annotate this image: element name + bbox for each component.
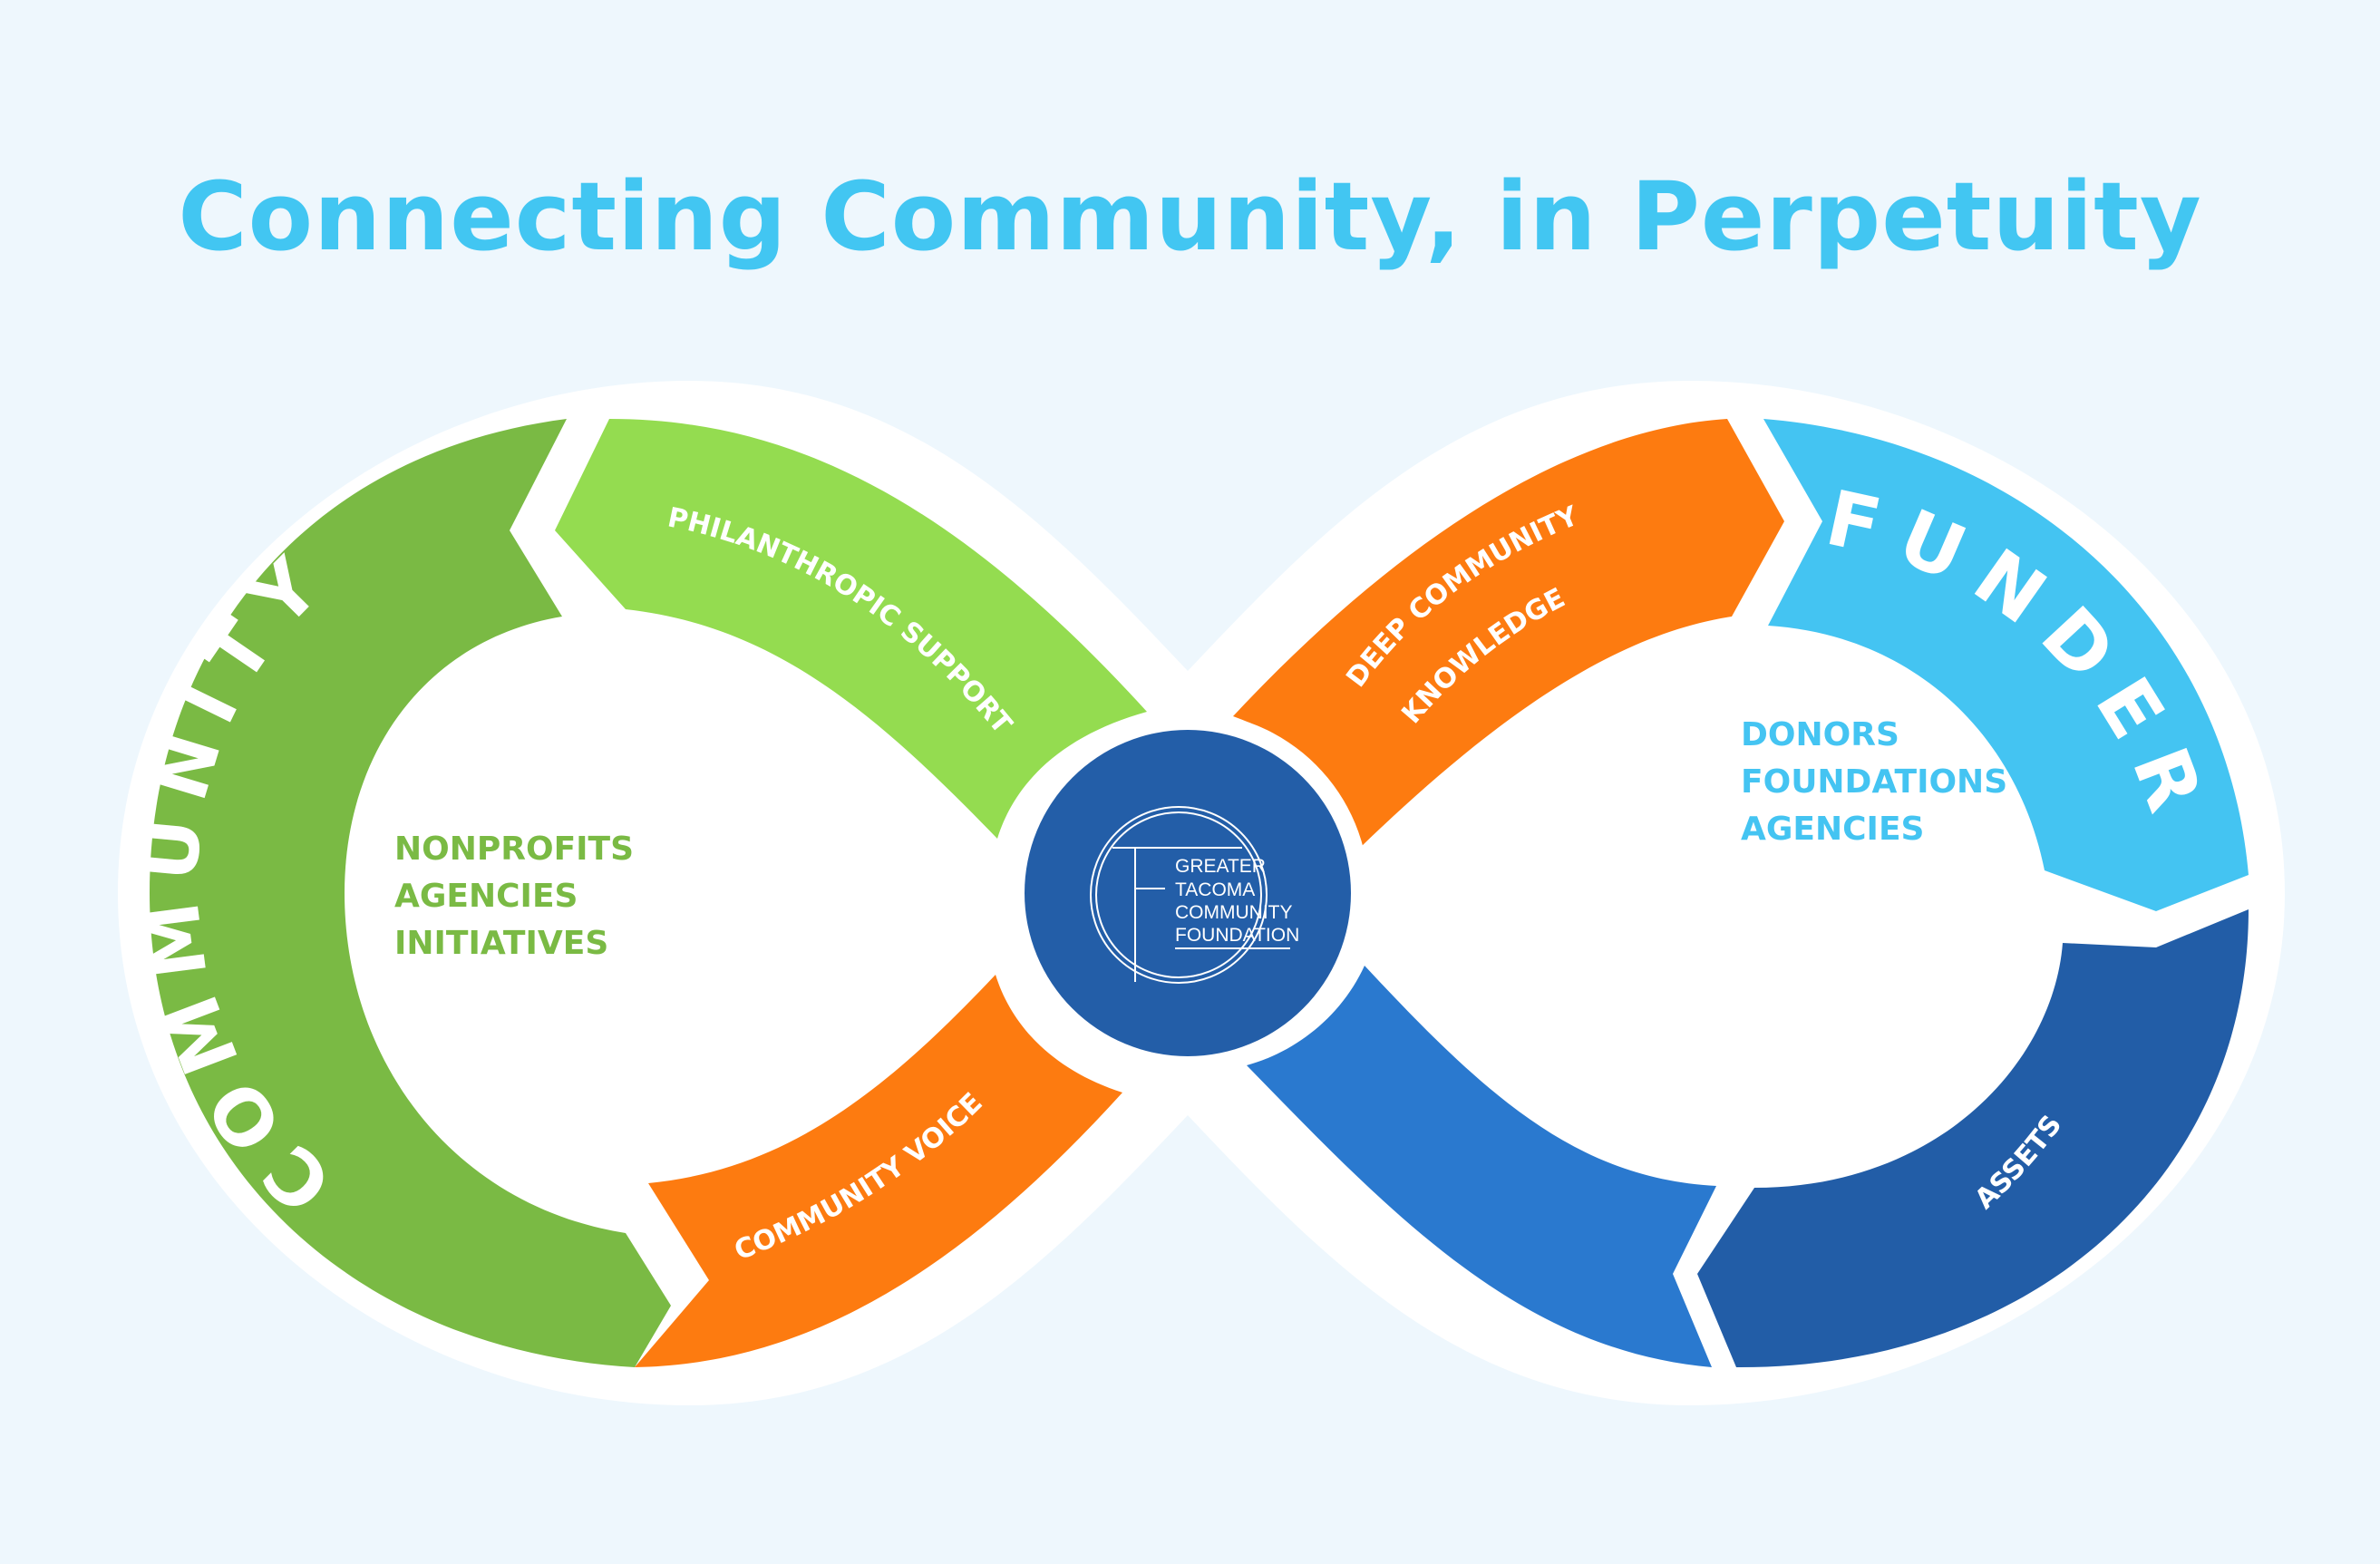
community-item-1: NONPROFITS [394,831,634,868]
funders-item-2: FOUNDATIONS [1741,763,2007,801]
gtcf-logo-icon [1090,806,1290,984]
logo-line-3: COMMUNITY [1175,902,1293,923]
diagram-title: Connecting Community, in Perpetuity [178,161,2202,272]
funders-segment [1763,419,2249,911]
funders-inner-list: DONORS FOUNDATIONS AGENCIES [1741,716,2007,848]
funding-flow-segment [1247,966,1716,1367]
community-inner-list: NONPROFITS AGENCIES INITIATIVES [394,831,634,962]
funders-item-1: DONORS [1741,716,1899,753]
funders-item-3: AGENCIES [1741,811,1924,848]
community-voice-arrow [635,975,1122,1367]
deep-community-knowledge-arrow [1233,419,1784,848]
community-item-2: AGENCIES [394,878,578,915]
community-segment [150,419,671,1367]
community-item-3: INITIATIVES [394,925,608,962]
philanthropic-support-arrow [555,419,1147,839]
logo-line-1: GREATER [1175,856,1266,877]
assets-segment [1697,909,2249,1368]
center-logo-badge: GREATER TACOMA COMMUNITY FOUNDATION [1006,712,1369,1074]
logo-line-4: FOUNDATION [1175,925,1299,946]
logo-line-2: TACOMA [1175,879,1255,900]
